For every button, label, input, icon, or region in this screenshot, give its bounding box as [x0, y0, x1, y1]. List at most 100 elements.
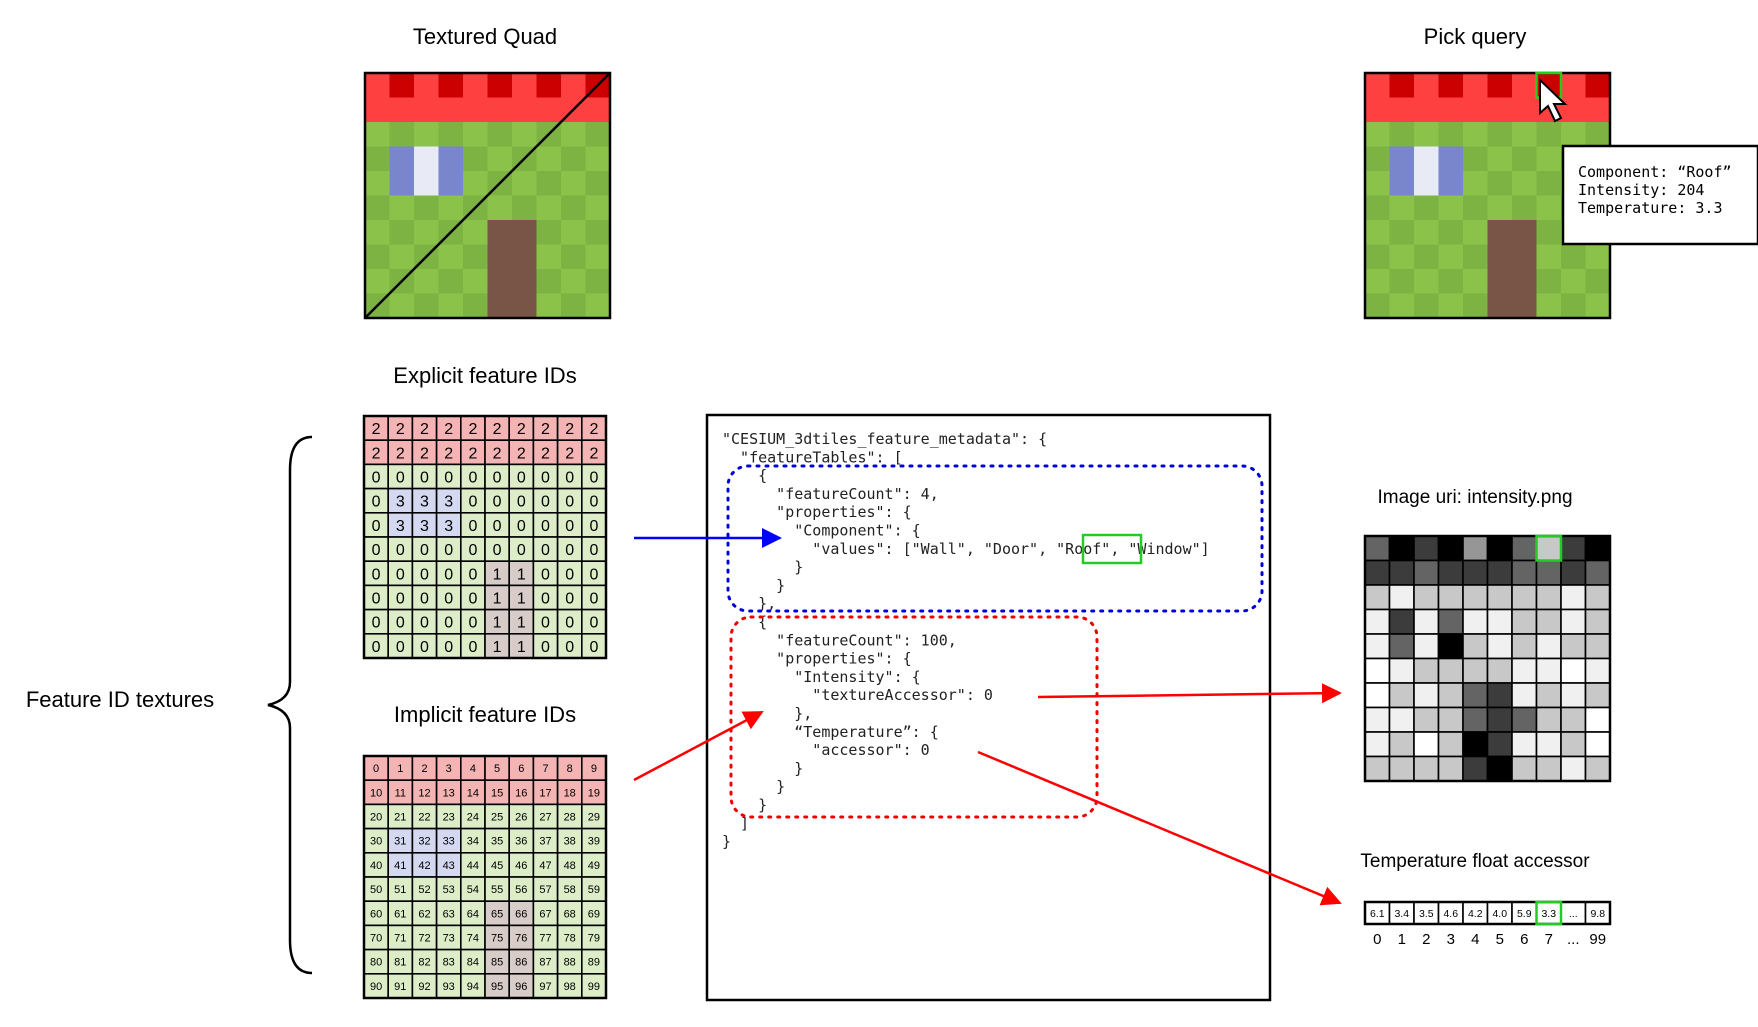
texture-texel: [463, 220, 488, 245]
feature-id-label: 2: [493, 421, 502, 438]
intensity-pixel: [1437, 535, 1464, 562]
feature-id-label: 83: [443, 957, 455, 969]
intensity-pixel: [1388, 559, 1415, 586]
feature-id-label: 85: [491, 957, 503, 969]
texture-texel: [585, 122, 611, 147]
feature-id-cell: [435, 876, 462, 903]
texture-texel: [1389, 73, 1415, 98]
texture-texel: [389, 73, 415, 98]
feature-id-label: 0: [468, 542, 477, 559]
texture-texel: [1561, 97, 1586, 123]
intensity-pixel: [1462, 608, 1489, 635]
texture-texel: [1463, 195, 1488, 221]
temperature-index: 99: [1589, 931, 1606, 948]
feature-id-label: 64: [467, 908, 479, 920]
feature-id-label: 3: [420, 494, 429, 511]
texture-texel: [1389, 269, 1415, 294]
intensity-pixel: [1437, 584, 1464, 611]
feature-id-label: 19: [588, 787, 600, 799]
texture-texel: [389, 146, 415, 172]
intensity-pixel: [1535, 535, 1562, 562]
feature-id-label: 0: [396, 470, 405, 487]
explicit-ids-title: Explicit feature IDs: [393, 363, 576, 388]
texture-texel: [512, 195, 537, 221]
feature-id-label: 56: [515, 884, 527, 896]
feature-id-label: 2: [444, 445, 453, 462]
feature-id-label: 66: [515, 908, 527, 920]
texture-texel: [1389, 146, 1415, 172]
feature-id-label: 43: [443, 860, 455, 872]
intensity-image: [1363, 534, 1612, 783]
intensity-pixel: [1437, 731, 1464, 758]
feature-id-label: 0: [396, 542, 405, 559]
feature-id-cell: [556, 511, 583, 538]
cursor-icon: [1539, 77, 1568, 123]
feature-id-label: 2: [565, 421, 574, 438]
feature-id-cell: [556, 755, 583, 782]
feature-id-label: 74: [467, 933, 479, 945]
texture-texel: [1512, 97, 1537, 123]
feature-id-label: 3: [420, 518, 429, 535]
intensity-pixel: [1364, 755, 1391, 782]
texture-texel: [487, 195, 513, 221]
intensity-pixel: [1413, 633, 1440, 660]
texture-texel: [1414, 97, 1439, 123]
feature-id-label: 98: [564, 981, 576, 993]
quad-border: [363, 71, 612, 320]
intensity-pixel: [1535, 608, 1562, 635]
feature-id-label: 93: [443, 981, 455, 993]
feature-id-cell: [580, 803, 607, 830]
texture-texel: [1438, 73, 1464, 98]
feature-id-label: 2: [517, 445, 526, 462]
intensity-pixel: [1511, 559, 1538, 586]
temperature-index: ...: [1567, 931, 1580, 948]
feature-id-label: 1: [493, 566, 502, 583]
feature-id-label: 21: [394, 812, 406, 824]
texture-texel: [365, 97, 390, 123]
intensity-pixel: [1511, 755, 1538, 782]
intensity-pixel: [1388, 731, 1415, 758]
texture-texel: [487, 244, 513, 270]
feature-id-label: 25: [491, 812, 503, 824]
texture-texel: [561, 244, 586, 270]
texture-texel: [1463, 269, 1488, 294]
feature-id-cell: [556, 415, 583, 442]
intensity-pixel: [1511, 657, 1538, 684]
texture-texel: [512, 220, 537, 245]
texture-texel: [414, 195, 439, 221]
json-line: "Intensity": {: [722, 668, 921, 686]
feature-id-label: 35: [491, 836, 503, 848]
feature-id-label: 3: [396, 518, 405, 535]
texture-texel: [1438, 146, 1464, 172]
texture-texel: [1536, 171, 1562, 196]
intensity-pixel: [1560, 755, 1587, 782]
texture-texel: [1512, 146, 1537, 172]
feature-id-cell: [556, 900, 583, 927]
texture-texel: [1487, 73, 1513, 98]
texture-texel: [365, 73, 390, 98]
texture-texel: [463, 97, 488, 123]
feature-id-label: 58: [564, 884, 576, 896]
tooltip-line-component: Component: “Roof”: [1578, 163, 1732, 181]
feature-id-label: 60: [370, 908, 382, 920]
feature-id-label: 0: [493, 494, 502, 511]
feature-id-label: 48: [564, 860, 576, 872]
intensity-pixel: [1388, 706, 1415, 733]
intensity-pixel: [1462, 682, 1489, 709]
json-line: "featureTables": [: [722, 448, 903, 466]
texture-texel: [438, 73, 464, 98]
intensity-pixel: [1486, 633, 1513, 660]
texture-texel: [1512, 220, 1537, 245]
texture-texel: [1585, 269, 1611, 294]
texture-texel: [1414, 146, 1439, 172]
feature-id-label: 15: [491, 787, 503, 799]
feature-id-label: 3: [396, 494, 405, 511]
feature-id-label: 55: [491, 884, 503, 896]
texture-texel: [561, 195, 586, 221]
feature-id-cell: [508, 560, 535, 587]
feature-id-label: 0: [468, 566, 477, 583]
json-box: [705, 413, 1272, 1002]
texture-texel: [585, 195, 611, 221]
feature-id-label: 26: [515, 812, 527, 824]
